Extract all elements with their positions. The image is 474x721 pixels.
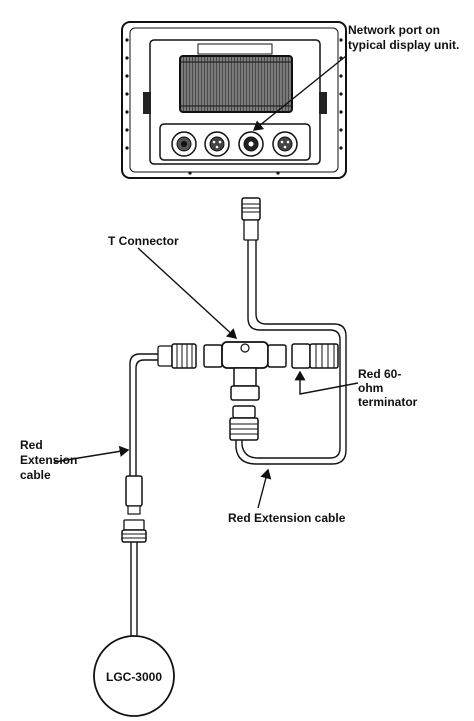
- tee-bottom-connector: [229, 405, 259, 441]
- terminator-label-line1: Red 60-: [358, 367, 401, 381]
- terminator-label-line3: terminator: [358, 395, 418, 409]
- terminator-label-line2: ohm: [358, 381, 383, 395]
- terminator-arrow: [294, 370, 359, 395]
- network-port-arrow: [252, 55, 347, 131]
- left-cable-connector: [157, 343, 197, 369]
- drop-cable: [235, 240, 347, 465]
- power-port: [171, 131, 197, 157]
- t-connector-arrow: [137, 247, 238, 339]
- bezel-screw-holes: [125, 38, 343, 175]
- sensor-label: LGC-3000: [106, 670, 162, 684]
- network-port-label-line2: typical display unit.: [348, 38, 459, 52]
- lgc-3000-sensor: LGC-3000: [93, 635, 175, 717]
- t-connector: [203, 341, 287, 401]
- left-extension-cable: [129, 353, 160, 642]
- network-port-label-line1: Network port on: [348, 23, 440, 37]
- display-screen: [179, 55, 293, 113]
- leader-lines: [53, 55, 359, 509]
- t-connector-label: T Connector: [108, 234, 179, 248]
- display-unit: [121, 21, 347, 179]
- accessory-port: [272, 131, 298, 157]
- ext-cable-bottom-arrow: [257, 468, 272, 509]
- ext-cable-left-label-line3: cable: [20, 468, 51, 482]
- ext-cable-bottom-label: Red Extension cable: [228, 511, 346, 525]
- ext-cable-left-label-line2: Extension: [20, 453, 77, 467]
- ext-cable-left-label-line1: Red: [20, 438, 43, 452]
- ext-cable-left-arrow: [53, 445, 130, 463]
- transducer-port: [204, 131, 230, 157]
- display-cable-connector: [241, 197, 261, 241]
- terminator: [291, 343, 339, 369]
- network-port: [238, 131, 264, 157]
- extension-cable-connector-lower: [121, 519, 147, 543]
- diagram-labels: Network port on typical display unit. T …: [20, 23, 459, 525]
- extension-cable-connector-upper: [125, 475, 143, 515]
